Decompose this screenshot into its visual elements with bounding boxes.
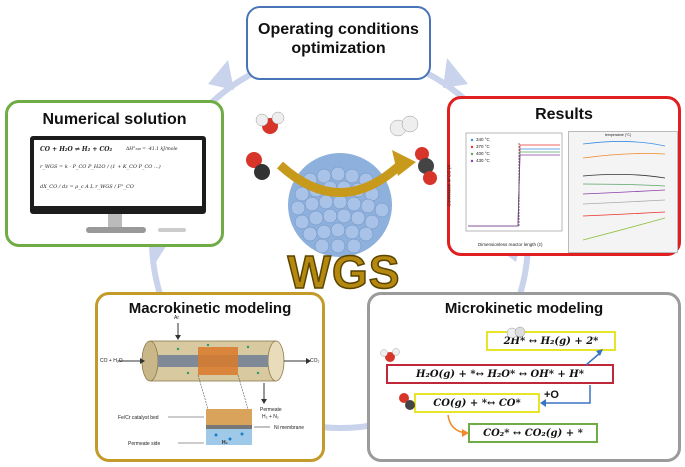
legend-340: 340 °C [476, 137, 490, 142]
top-box-line1: Operating conditions [258, 21, 419, 38]
h2-molecule-micro [506, 326, 526, 339]
feed-label: CO + H₂O [100, 358, 123, 364]
eq-ode: dX_CO / dz = ρ_c A L r_WGS / F°_CO [40, 184, 134, 190]
reaction-co-adsorption: CO(g) + *↔ CO* [414, 393, 540, 413]
outlet-label: CO₂ [310, 358, 320, 364]
plus-o-label: +O [544, 389, 559, 401]
reactor-diagram [118, 323, 311, 445]
chart-ylabel: Conversion of CO (X [446, 164, 452, 207]
gold-arrow [276, 161, 404, 197]
permeate-gas-label: H₂ + N₂ [262, 414, 279, 420]
permeate-label: Permeate [260, 407, 282, 413]
monitor-stand [108, 214, 122, 228]
operating-conditions-box: Operating conditions optimization [246, 6, 431, 80]
top-box-line2: optimization [291, 40, 386, 57]
numerical-solution-title: Numerical solution [42, 111, 187, 128]
h2-molecule [389, 115, 419, 137]
coverage-chart: temperature (°C) [568, 131, 678, 253]
catalyst-label: Fe/Cr catalyst bed [118, 415, 159, 421]
series-430 [468, 154, 560, 227]
microkinetic-box: Microkinetic modeling 2H* ↔ H₂(g) + 2* H… [367, 292, 681, 462]
chart-xlabel: Dimensionless reactor length (z) [478, 242, 543, 247]
h2-inset-label: H₂ [222, 440, 228, 446]
keyboard [158, 228, 186, 232]
co-molecule [246, 152, 270, 180]
macrokinetic-box: Macrokinetic modeling Ar CO + H₂O CO₂ Pe… [95, 292, 325, 462]
ring-arrow-top-left [208, 60, 234, 90]
ar-label: Ar [174, 315, 179, 321]
legend-430: 430 °C [476, 158, 490, 163]
reaction-water-dissociation: H₂O(g) + *↔ H₂O* ↔ OH* + H* [386, 364, 614, 384]
catalyst-spheres [288, 153, 392, 257]
ring-arrow-top-right [443, 58, 468, 88]
eq-enthalpy: ΔH°₂₉₈ = -41.1 kJ/mole [126, 147, 178, 152]
co-molecule-micro [399, 393, 415, 410]
monitor: CO + H₂O ⇌ H₂ + CO₂ ΔH°₂₉₈ = -41.1 kJ/mo… [30, 136, 206, 214]
reaction-co2-desorption: CO₂* ↔ CO₂(g) + * [468, 423, 598, 443]
microkinetic-title: Microkinetic modeling [444, 300, 604, 317]
coverage-lines [582, 141, 666, 241]
wgs-label: WGS [287, 245, 401, 299]
gold-arrow-head [392, 150, 416, 176]
wgs-illustration [246, 111, 437, 257]
numerical-solution-box: Numerical solution CO + H₂O ⇌ H₂ + CO₂ Δ… [5, 100, 224, 247]
results-title: Results [535, 106, 593, 123]
legend-400: 400 °C [476, 151, 490, 156]
eq-reaction: CO + H₂O ⇌ H₂ + CO₂ [40, 146, 113, 153]
water-molecule-micro [380, 348, 400, 362]
legend-370: 370 °C [476, 144, 490, 149]
membrane-label: Ni membrane [274, 425, 305, 431]
chart-legend [470, 138, 474, 163]
coverage-chart-title: temperature (°C) [605, 133, 632, 137]
water-molecule [255, 111, 285, 134]
monitor-base [86, 227, 146, 233]
results-box: Results 340 °C 370 °C 400 °C 430 °C Conv… [446, 96, 681, 256]
conversion-chart [465, 132, 563, 232]
eq-rate: r_WGS = k · P_CO P_H2O / (1 + K_CO P_CO … [40, 164, 161, 170]
permeate-side-label: Permeate side [128, 441, 161, 447]
macrokinetic-title: Macrokinetic modeling [128, 300, 292, 317]
micro-arrows [380, 326, 603, 437]
monitor-screen: CO + H₂O ⇌ H₂ + CO₂ ΔH°₂₉₈ = -41.1 kJ/mo… [34, 140, 202, 206]
co2-molecule [415, 147, 437, 185]
